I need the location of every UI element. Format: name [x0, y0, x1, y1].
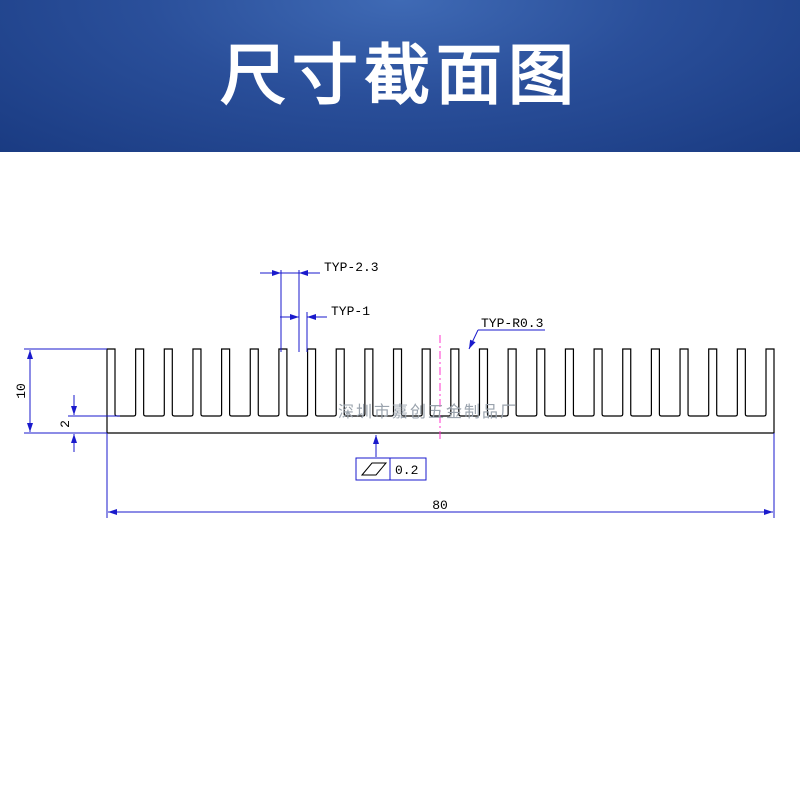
- watermark-text: 深圳市嘉创五金制品厂: [338, 402, 518, 421]
- overall-width-label: 80: [432, 498, 448, 513]
- fin-pitch-dimension: [260, 270, 320, 352]
- heatsink-profile: [106, 348, 775, 434]
- base-thickness-dimension: [68, 395, 120, 452]
- page-title: 尺寸截面图: [220, 37, 580, 114]
- overall-width-dimension: [106, 433, 775, 518]
- fin-thickness-dimension: [280, 312, 327, 352]
- fin-thickness-label: TYP-1: [331, 304, 370, 319]
- flatness-value: 0.2: [395, 463, 418, 478]
- flatness-symbol-icon: [360, 462, 388, 476]
- fin-pitch-label: TYP-2.3: [324, 260, 379, 275]
- cross-section-drawing: TYP-2.3 TYP-1 TYP-R0.3 10 2 0.2: [0, 152, 800, 800]
- base-thickness-label: 2: [58, 420, 73, 428]
- fin-radius-leader: [468, 329, 545, 350]
- overall-height-label: 10: [14, 383, 29, 399]
- header-banner: 尺寸截面图: [0, 0, 800, 152]
- fin-radius-label: TYP-R0.3: [481, 316, 543, 331]
- flatness-tolerance-frame: [355, 435, 427, 481]
